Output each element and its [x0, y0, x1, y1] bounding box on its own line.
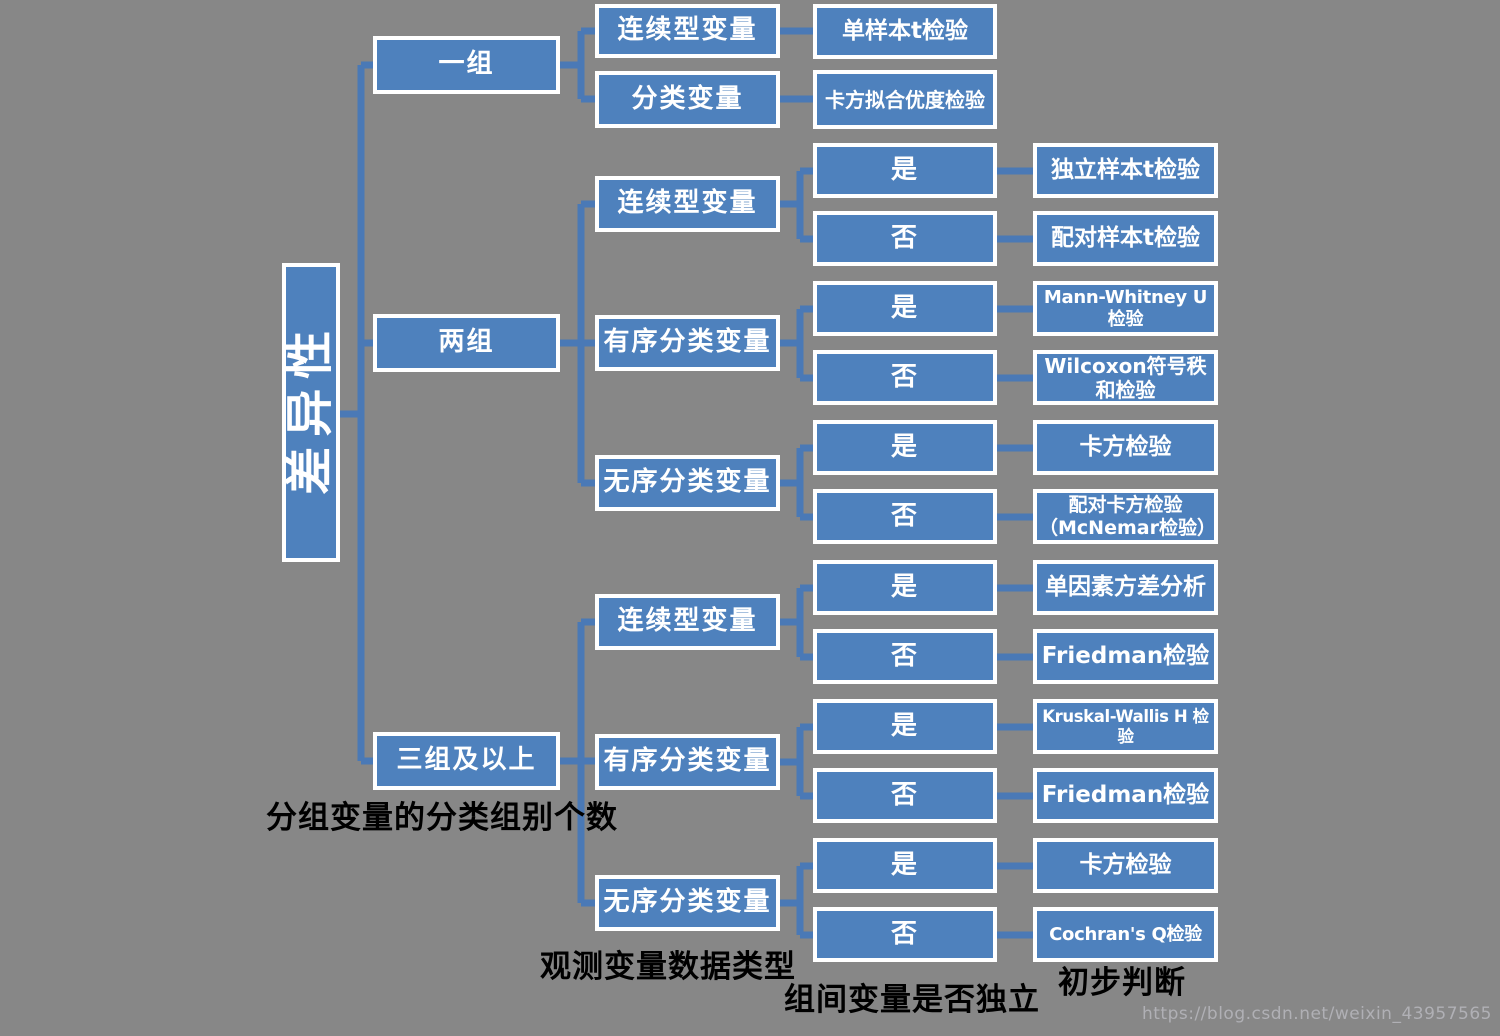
node-test-friedman-b: Friedman检验 — [1033, 768, 1218, 823]
node-test-kruskal-wallis: Kruskal-Wallis H 检验 — [1033, 699, 1218, 754]
node-yes-6: 是 — [813, 838, 997, 893]
node-root-difference: 差异性 — [282, 263, 340, 562]
node-test-mann-whitney: Mann-Whitney U 检验 — [1033, 281, 1218, 336]
node-test-chi-goodness: 卡方拟合优度检验 — [813, 70, 997, 129]
node-three-plus-groups: 三组及以上 — [373, 732, 560, 790]
node-yes-2: 是 — [813, 281, 997, 336]
node-no-2: 否 — [813, 350, 997, 405]
caption-group-count: 分组变量的分类组别个数 — [266, 800, 618, 836]
node-g3-nominal: 无序分类变量 — [595, 875, 780, 931]
node-g3-ordinal: 有序分类变量 — [595, 734, 780, 790]
node-g2-ordinal: 有序分类变量 — [595, 315, 780, 371]
node-no-1: 否 — [813, 211, 997, 266]
node-test-chi-square-two: 卡方检验 — [1033, 420, 1218, 475]
node-test-cochran-q: Cochran's Q检验 — [1033, 907, 1218, 962]
node-yes-3: 是 — [813, 420, 997, 475]
node-no-5: 否 — [813, 768, 997, 823]
node-test-independent-t: 独立样本t检验 — [1033, 143, 1218, 198]
node-test-friedman-a: Friedman检验 — [1033, 629, 1218, 684]
node-yes-4: 是 — [813, 560, 997, 615]
caption-independence: 组间变量是否独立 — [784, 982, 1040, 1018]
node-no-4: 否 — [813, 629, 997, 684]
caption-judgement: 初步判断 — [1058, 965, 1186, 1001]
node-test-anova: 单因素方差分析 — [1033, 560, 1218, 615]
node-test-chi-square-three: 卡方检验 — [1033, 838, 1218, 893]
node-yes-1: 是 — [813, 143, 997, 198]
node-g3-continuous: 连续型变量 — [595, 594, 780, 650]
node-no-3: 否 — [813, 489, 997, 544]
node-no-6: 否 — [813, 907, 997, 962]
node-g2-continuous: 连续型变量 — [595, 176, 780, 232]
caption-data-type: 观测变量数据类型 — [540, 949, 796, 985]
node-test-mcnemar: 配对卡方检验（McNemar检验） — [1033, 489, 1218, 544]
node-test-paired-t: 配对样本t检验 — [1033, 211, 1218, 266]
node-test-wilcoxon: Wilcoxon符号秩和检验 — [1033, 350, 1218, 405]
node-two-groups: 两组 — [373, 314, 560, 372]
node-g1-continuous: 连续型变量 — [595, 4, 780, 58]
root-label: 差异性 — [282, 320, 339, 495]
node-test-one-sample-t: 单样本t检验 — [813, 4, 997, 59]
node-yes-5: 是 — [813, 699, 997, 754]
node-g2-nominal: 无序分类变量 — [595, 455, 780, 511]
watermark-url: https://blog.csdn.net/weixin_43957565 — [1141, 1004, 1492, 1024]
node-one-group: 一组 — [373, 36, 560, 94]
node-g1-categorical: 分类变量 — [595, 71, 780, 128]
